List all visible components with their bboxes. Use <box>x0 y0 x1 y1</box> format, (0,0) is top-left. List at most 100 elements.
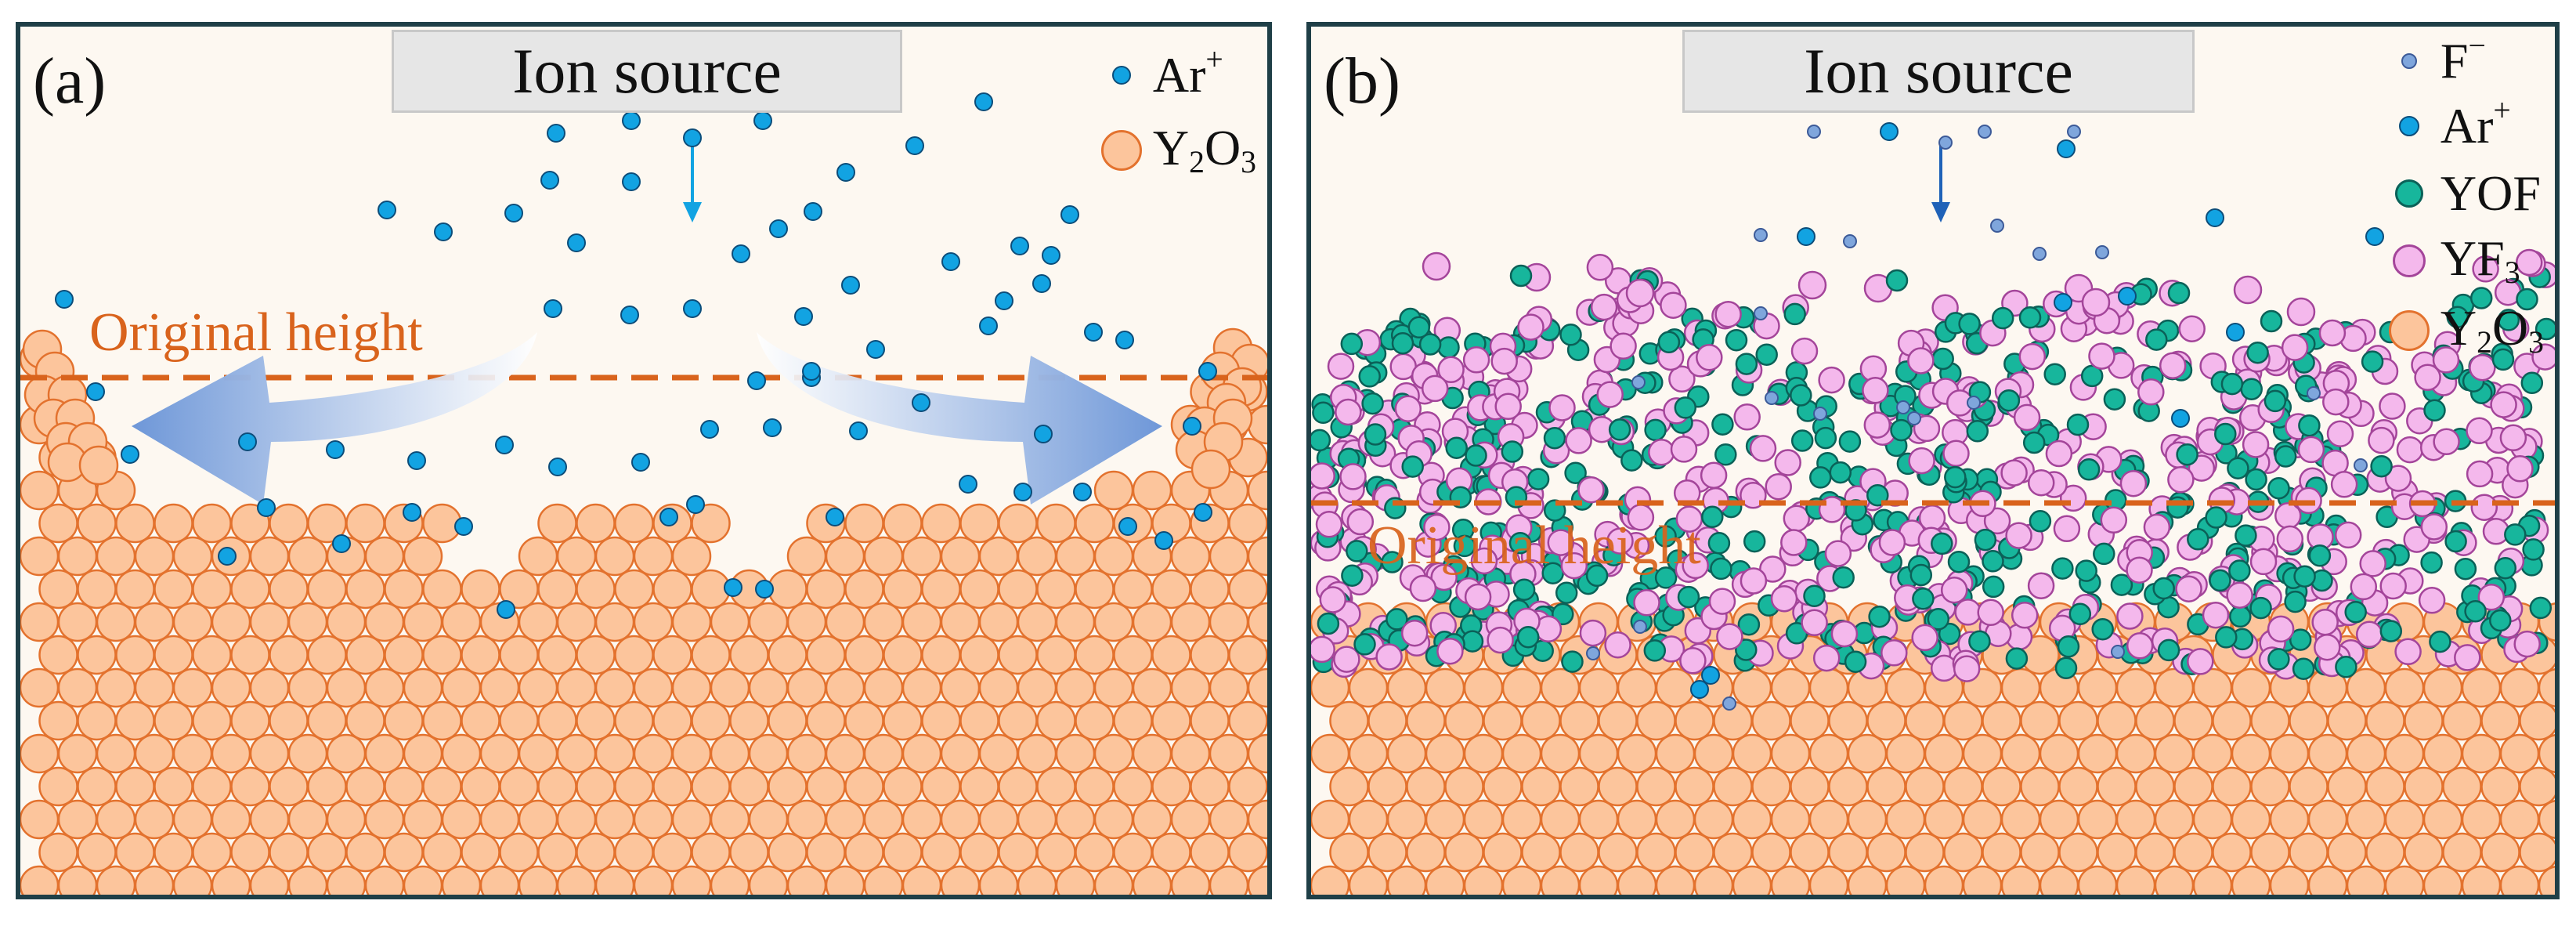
y2o3-particle <box>1770 667 1811 708</box>
y2o3-particle <box>2077 667 2118 708</box>
yf3-particle <box>1881 639 1908 667</box>
yf3-particle <box>2314 633 2341 661</box>
y2o3-particle <box>38 635 78 675</box>
y2o3-particle <box>403 602 443 642</box>
y2o3-particle <box>710 602 750 642</box>
y2o3-particle <box>2327 766 2367 807</box>
y2o3-particle <box>518 602 558 642</box>
yof-particle <box>2464 600 2487 623</box>
yof-particle <box>1737 613 1761 636</box>
y2o3-particle <box>154 700 193 741</box>
yof-particle <box>2444 530 2467 553</box>
ion-direction-arrow-head <box>1931 202 1950 222</box>
f-ion <box>2067 125 2081 139</box>
yof-particle <box>1311 429 1331 452</box>
y2o3-particle <box>2404 766 2444 807</box>
yof-particle <box>1844 650 1867 673</box>
y2o3-particle <box>883 635 923 675</box>
ar-ion <box>454 517 473 536</box>
yf3-particle <box>2276 525 2304 553</box>
yf3-particle <box>1668 365 1696 393</box>
yof-particle <box>1909 563 1933 587</box>
yf3-particle <box>1660 291 1687 319</box>
y2o3-particle <box>806 700 846 741</box>
y2o3-particle <box>1770 733 1811 774</box>
y2o3-particle <box>1017 733 1057 774</box>
y2o3-particle <box>2422 733 2463 774</box>
y2o3-particle <box>825 602 865 642</box>
y2o3-particle <box>537 766 577 807</box>
yof-particle <box>1966 420 1989 443</box>
y2o3-particle <box>576 569 616 609</box>
y2o3-particle <box>691 832 731 873</box>
y2o3-particle <box>2173 832 2213 873</box>
y2o3-particle <box>345 700 385 741</box>
y2o3-particle <box>461 766 500 807</box>
original-height-label: Original height <box>89 302 423 363</box>
yf3-particle <box>2167 466 2195 494</box>
yf3-particle <box>1421 374 1449 403</box>
yof-particle <box>1958 313 1981 335</box>
y2o3-particle <box>499 700 539 741</box>
y2o3-particle <box>883 700 923 741</box>
yf3-particle <box>1437 356 1465 384</box>
y2o3-particle <box>287 667 328 708</box>
y2o3-particle <box>1828 766 1868 807</box>
y2o3-particle <box>576 766 616 807</box>
yof-particle <box>2379 620 2403 642</box>
y2o3-particle <box>1190 766 1230 807</box>
y2o3-particle <box>556 667 597 708</box>
y2o3-particle <box>1617 799 1657 840</box>
yf3-particle <box>1487 626 1514 654</box>
y2o3-particle <box>1406 766 1446 807</box>
y2o3-particle <box>1675 700 1714 741</box>
y2o3-particle <box>1636 700 1676 741</box>
y2o3-particle <box>1444 700 1484 741</box>
yof-particle <box>2284 590 2307 613</box>
y2o3-particle <box>1311 799 1350 840</box>
yof-particle <box>2274 445 2297 468</box>
yof-particle <box>1725 328 1748 352</box>
y2o3-particle <box>710 799 750 840</box>
yf3-particle <box>2187 648 2214 675</box>
y2o3-particle <box>1962 733 2003 774</box>
ar-ion <box>849 421 868 440</box>
yf3-particle <box>1716 623 1743 650</box>
yof-particle <box>1868 605 1891 628</box>
yf3-particle <box>1560 552 1588 580</box>
y2o3-particle <box>594 799 635 840</box>
yf3-particle <box>1490 347 1518 375</box>
yf3-particle <box>2368 426 2395 454</box>
y2o3-particle <box>614 700 654 741</box>
yf3-particle <box>1590 293 1618 321</box>
y2o3-particle <box>1770 799 1811 840</box>
yf3-particle <box>1565 427 1592 454</box>
ar-ion <box>686 495 705 514</box>
y2o3-particle <box>1559 832 1599 873</box>
y2o3-particle <box>614 832 654 873</box>
yof-particle <box>1512 578 1536 601</box>
y2o3-particle <box>537 635 577 675</box>
yof-particle <box>1461 630 1484 653</box>
ar-ion <box>332 534 351 553</box>
y2o3-particle <box>134 799 175 840</box>
y2o3-particle <box>2192 799 2233 840</box>
y2o3-particle <box>614 503 654 544</box>
y2o3-particle <box>1113 832 1153 873</box>
y2o3-particle <box>2422 667 2463 708</box>
f-ion <box>1967 396 1981 410</box>
y2o3-particle <box>2461 733 2502 774</box>
f-ion <box>1978 125 1992 139</box>
yof-particle <box>1743 530 1766 553</box>
yf3-particle <box>1783 505 1811 533</box>
y2o3-particle <box>1348 733 1389 774</box>
y2o3-particle <box>825 536 865 577</box>
ar-ion <box>747 371 766 390</box>
y2o3-particle <box>77 569 117 609</box>
y2o3-particle <box>1982 700 2021 741</box>
y2o3-particle <box>2039 733 2079 774</box>
f-ion <box>1754 228 1768 242</box>
yf3-particle <box>1908 447 1935 475</box>
y2o3-particle <box>154 569 193 609</box>
y2o3-particle <box>1540 733 1581 774</box>
